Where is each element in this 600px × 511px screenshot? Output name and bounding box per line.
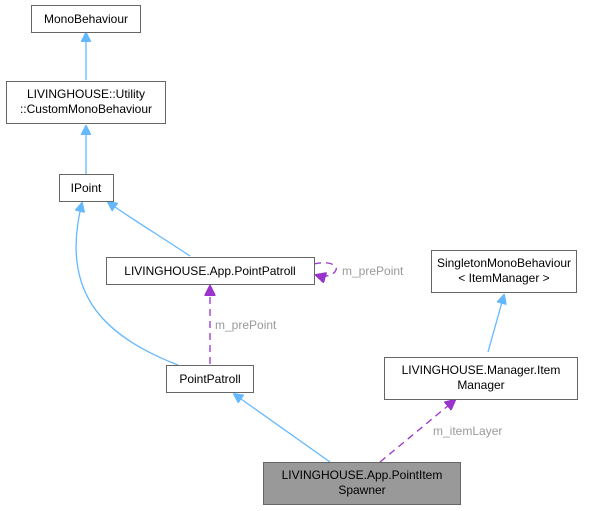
node-point-patroll[interactable]: PointPatroll [166,365,254,393]
node-item-manager-line-2: Manager [457,378,504,392]
edge-item-manager-to-singleton [487,295,504,353]
node-point-item-spawner-line-1: LIVINGHOUSE.App.PointItem [282,468,443,482]
node-singleton-mono-behaviour-line-1: SingletonMonoBehaviour [437,256,571,270]
edge-self-pre-point [314,262,337,277]
node-app-point-patroll[interactable]: LIVINGHOUSE.App.PointPatroll [106,257,315,285]
node-point-patroll-label: PointPatroll [179,372,240,386]
node-singleton-mono-behaviour[interactable]: SingletonMonoBehaviour < ItemManager > [431,250,577,293]
node-item-manager-line-1: LIVINGHOUSE.Manager.Item [402,363,561,377]
node-ipoint-label: IPoint [71,181,102,195]
node-custom-mono-behaviour[interactable]: LIVINGHOUSE::Utility ::CustomMonoBehavio… [6,81,166,124]
edge-spawner-item-layer [379,400,455,463]
edge-label-self-pre-point: m_prePoint [342,264,404,278]
node-mono-behaviour-label: MonoBehaviour [44,12,128,26]
edge-app-patroll-to-ipoint [108,202,191,257]
edge-label-pre-point: m_prePoint [215,318,277,332]
node-singleton-mono-behaviour-line-2: < ItemManager > [458,271,549,285]
edge-label-item-layer: m_itemLayer [433,424,502,438]
node-custom-mono-behaviour-line-2: ::CustomMonoBehaviour [20,102,152,116]
node-point-item-spawner-line-2: Spawner [338,483,385,497]
node-ipoint[interactable]: IPoint [59,174,114,202]
node-custom-mono-behaviour-line-1: LIVINGHOUSE::Utility [27,87,145,101]
node-mono-behaviour[interactable]: MonoBehaviour [31,5,141,33]
edge-point-patroll-to-ipoint [76,203,179,366]
node-app-point-patroll-label: LIVINGHOUSE.App.PointPatroll [124,264,295,278]
edge-spawner-to-point-patroll [234,394,331,463]
node-item-manager[interactable]: LIVINGHOUSE.Manager.Item Manager [384,357,578,400]
node-point-item-spawner[interactable]: LIVINGHOUSE.App.PointItem Spawner [263,462,461,505]
